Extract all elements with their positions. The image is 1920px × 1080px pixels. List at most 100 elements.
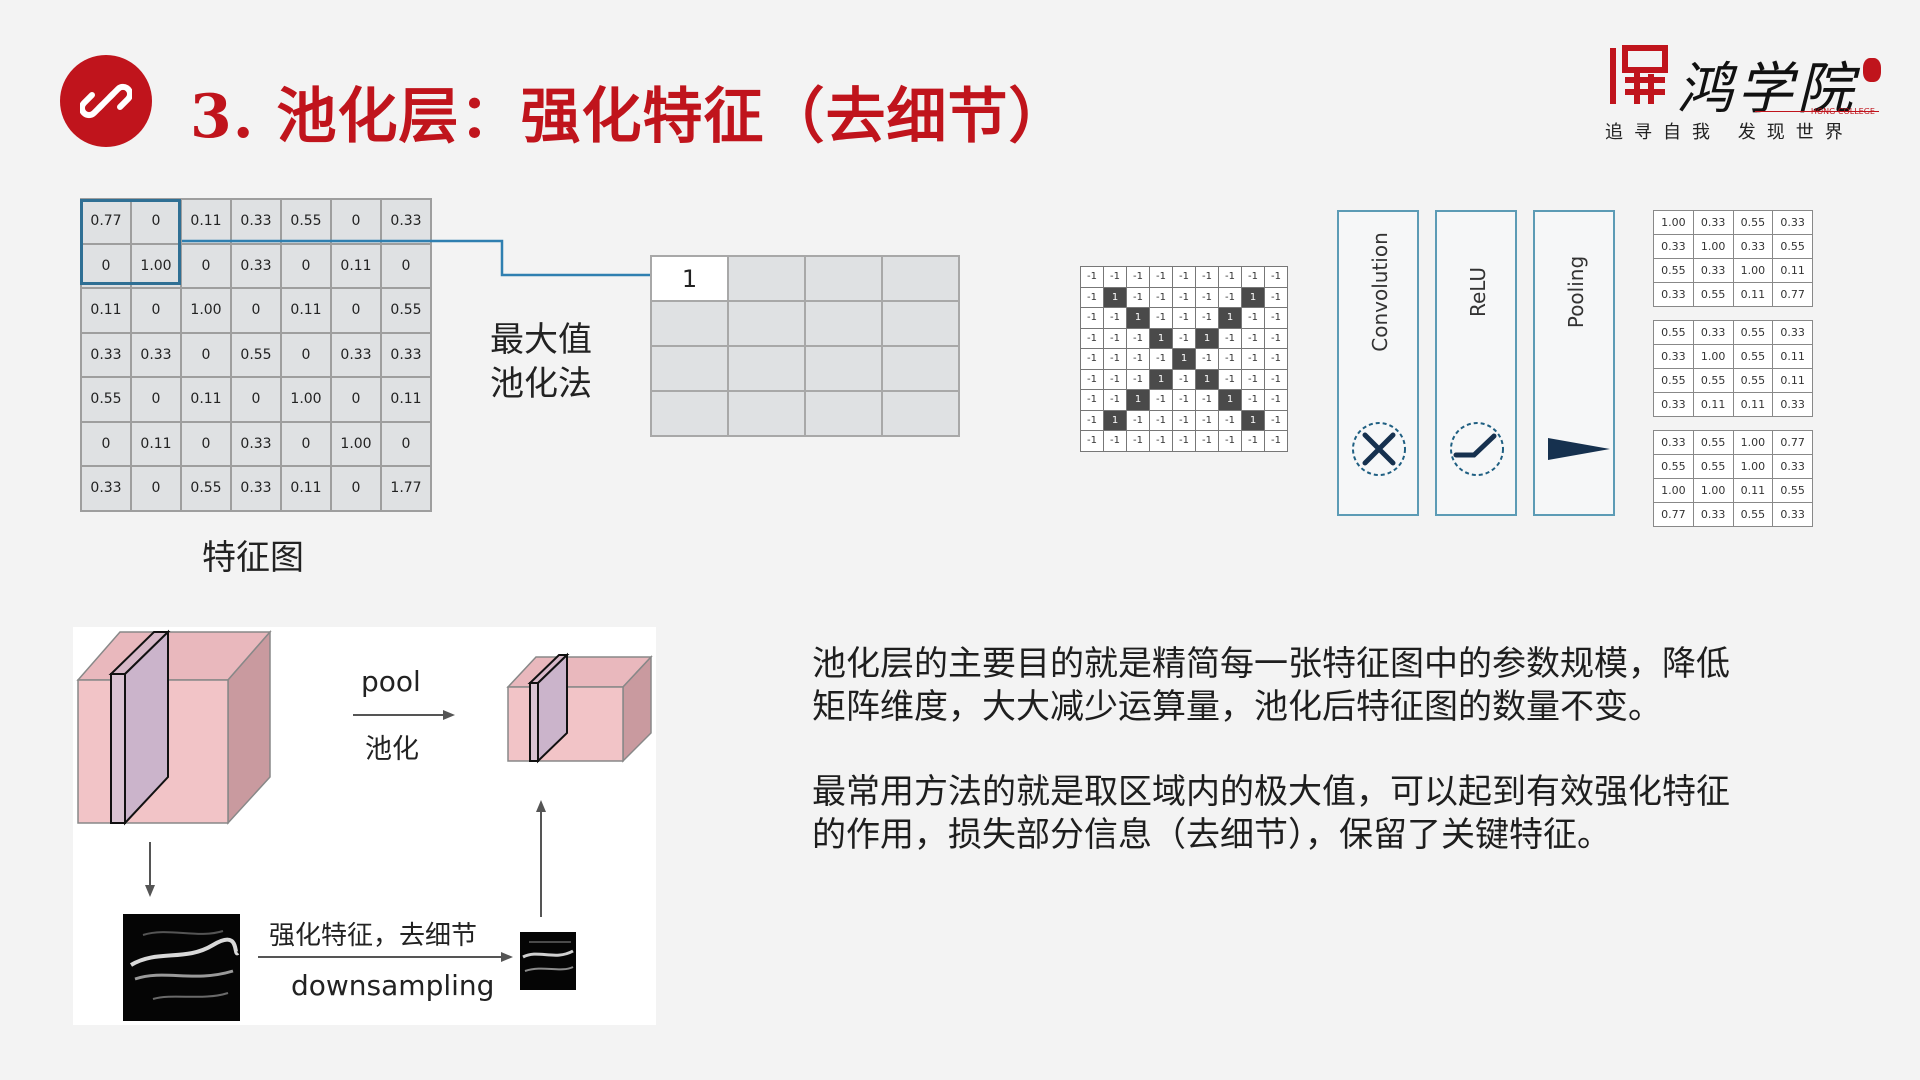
feature-map-cell: 1.00	[280, 376, 332, 423]
feature-map-cell: 0.33	[80, 331, 132, 378]
pixel-cell: -1	[1126, 348, 1150, 370]
pixel-cell: 1	[1241, 409, 1265, 431]
pixel-cell: 1	[1218, 307, 1242, 329]
pixel-cell: -1	[1195, 266, 1219, 288]
relu-stage: ReLU	[1435, 210, 1517, 516]
feature-map-cell: 1.00	[330, 420, 382, 467]
logo-mark-icon	[1610, 45, 1668, 104]
pixel-cell: 1	[1103, 286, 1127, 308]
pixel-cell: -1	[1149, 389, 1173, 411]
pooling-illustration: pool 池化 强化特征，去细节 downsampling	[73, 627, 656, 1025]
feature-map-cell: 0.55	[180, 465, 232, 512]
pixel-cell: -1	[1103, 266, 1127, 288]
pixel-cell: -1	[1126, 327, 1150, 349]
feature-map-cell: 0.11	[80, 287, 132, 334]
feature-map-cell: 0	[230, 287, 282, 334]
pixel-cell: -1	[1172, 327, 1196, 349]
multiply-icon	[1352, 422, 1406, 476]
feature-map-cell: 0.11	[130, 420, 182, 467]
pixel-cell: -1	[1172, 368, 1196, 390]
feature-map-label: 特征图	[202, 538, 304, 578]
feature-map-cell: 0	[280, 331, 332, 378]
output-map-cell: 0.55	[1692, 430, 1734, 455]
pixel-cell: -1	[1195, 430, 1219, 452]
pool-label-en: pool	[361, 665, 421, 698]
pixel-cell: -1	[1103, 327, 1127, 349]
feature-map-cell: 0.33	[380, 331, 432, 378]
feature-map-cell: 0	[80, 420, 132, 467]
pixel-cell: -1	[1172, 430, 1196, 452]
output-map-cell: 0.55	[1732, 368, 1774, 393]
output-map-cell: 0.55	[1732, 210, 1774, 235]
pooling-output-cell: 1	[650, 255, 729, 302]
pixel-cell: -1	[1149, 286, 1173, 308]
pooling-stage: Pooling	[1533, 210, 1615, 516]
pixel-cell: 1	[1172, 348, 1196, 370]
output-map-cell: 0.33	[1653, 430, 1694, 455]
feature-map-cell: 0	[130, 465, 182, 512]
output-map-cell: 0.33	[1732, 234, 1774, 259]
feature-map-cell: 0.55	[80, 376, 132, 423]
logo-slogan: 追寻自我 发现世界	[1605, 122, 1854, 143]
feature-map-cell: 0	[230, 376, 282, 423]
stage-label: ReLU	[1466, 266, 1490, 318]
pixel-cell: -1	[1080, 409, 1104, 431]
output-map-cell: 0.55	[1653, 258, 1694, 283]
pixel-cell: -1	[1218, 409, 1242, 431]
output-map-cell: 0.33	[1653, 392, 1694, 417]
pixel-cell: -1	[1103, 389, 1127, 411]
pixel-cell: -1	[1218, 286, 1242, 308]
feature-map-cell: 0.33	[80, 465, 132, 512]
output-map-cell: 0.11	[1732, 478, 1774, 503]
pixel-cell: -1	[1172, 266, 1196, 288]
output-map-cell: 0.77	[1653, 502, 1694, 527]
output-map-cell: 1.00	[1653, 210, 1694, 235]
feature-map-cell: 0	[180, 242, 232, 289]
output-map-cell: 0.33	[1772, 210, 1813, 235]
feature-map-cell: 0	[130, 376, 182, 423]
feature-map-cell: 0	[180, 420, 232, 467]
output-map-cell: 0.11	[1772, 258, 1813, 283]
logo-seal	[1863, 58, 1881, 82]
feature-map-cell: 0	[330, 465, 382, 512]
pooling-triangle-icon	[1548, 438, 1610, 460]
pixel-cell: -1	[1195, 409, 1219, 431]
feature-map-cell: 0.11	[280, 287, 332, 334]
pixel-cell: -1	[1172, 286, 1196, 308]
pixel-cell: -1	[1149, 430, 1173, 452]
pooling-window-highlight	[80, 199, 181, 285]
pixel-cell: -1	[1218, 327, 1242, 349]
pixel-cell: -1	[1241, 266, 1265, 288]
feature-map-cell: 0.11	[280, 465, 332, 512]
pixel-cell: -1	[1218, 348, 1242, 370]
pixel-cell: 1	[1126, 389, 1150, 411]
pixel-cell: -1	[1149, 409, 1173, 431]
output-map-cell: 0.55	[1732, 344, 1774, 369]
feature-map-cell: 0.33	[230, 198, 282, 245]
output-map-cell: 0.33	[1772, 320, 1813, 345]
output-map-cell: 1.00	[1653, 478, 1694, 503]
pixel-cell: -1	[1126, 430, 1150, 452]
feature-map-cell: 0	[130, 287, 182, 334]
pixel-cell: -1	[1241, 327, 1265, 349]
max-pooling-label: 最大值 池化法	[490, 320, 592, 404]
output-map-cell: 0.11	[1772, 344, 1813, 369]
pooling-volume-diagram	[76, 629, 653, 1021]
pixel-cell: -1	[1264, 286, 1288, 308]
feature-map-cell: 0.11	[380, 376, 432, 423]
pixel-cell: -1	[1080, 266, 1104, 288]
pixel-cell: -1	[1126, 409, 1150, 431]
pixel-cell: -1	[1264, 368, 1288, 390]
output-map-cell: 0.55	[1732, 320, 1774, 345]
brand-logo: 鸿学院 HONG COLLEGE 追寻自我 发现世界	[1605, 40, 1885, 150]
